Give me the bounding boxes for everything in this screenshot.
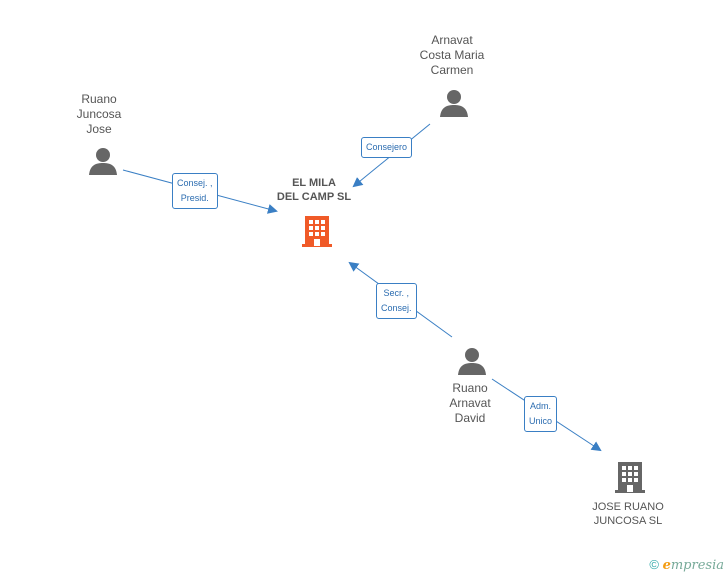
- copyright-symbol: ©: [649, 557, 659, 572]
- edge-label-line: Consej. ,: [177, 178, 213, 188]
- center-company-name[interactable]: EL MILA DEL CAMP SL: [262, 176, 366, 204]
- edge-label-line: Adm.: [530, 401, 552, 411]
- edge-label-line: Presid.: [180, 193, 209, 203]
- person-line: Juncosa: [76, 107, 122, 121]
- person-line: Arnavat: [449, 396, 491, 410]
- edge-label-consej-presid: Consej. , Presid.: [172, 173, 218, 209]
- person-icon[interactable]: [457, 346, 487, 376]
- edge-label-line: Consej.: [381, 303, 412, 313]
- brand-logo: empresia: [662, 558, 724, 573]
- building-icon[interactable]: [614, 460, 646, 494]
- person-line: Ruano: [452, 381, 488, 395]
- company-line: JOSE RUANO: [592, 501, 664, 513]
- edge-label-line: Unico: [529, 416, 553, 426]
- center-company-line-2: DEL CAMP SL: [276, 191, 352, 203]
- person-label-ruano-david[interactable]: Ruano Arnavat David: [418, 381, 522, 426]
- person-line: Costa Maria: [419, 48, 485, 62]
- edge-label-secr-consej: Secr. , Consej.: [376, 283, 417, 319]
- person-line: Ruano: [81, 92, 117, 106]
- center-company-line-1: EL MILA: [292, 177, 336, 189]
- edge-label-line: Consejero: [366, 142, 408, 152]
- edge-label-consejero: Consejero: [361, 137, 413, 158]
- edge-label-adm-unico: Adm. Unico: [524, 396, 558, 432]
- person-line: Arnavat: [431, 33, 473, 47]
- brand-footer: © empresia: [649, 557, 724, 573]
- person-icon[interactable]: [439, 88, 469, 118]
- edge-label-line: Secr. ,: [383, 288, 410, 298]
- person-line: Carmen: [430, 63, 474, 77]
- person-icon[interactable]: [88, 146, 118, 176]
- person-line: Jose: [86, 122, 112, 136]
- company-line: JUNCOSA SL: [593, 515, 663, 527]
- person-line: David: [454, 411, 486, 425]
- building-icon[interactable]: [301, 214, 333, 248]
- company-label-jose-ruano-sl[interactable]: JOSE RUANO JUNCOSA SL: [576, 500, 680, 528]
- person-label-ruano-jose[interactable]: Ruano Juncosa Jose: [47, 92, 151, 137]
- person-label-arnavat-costa[interactable]: Arnavat Costa Maria Carmen: [400, 33, 504, 78]
